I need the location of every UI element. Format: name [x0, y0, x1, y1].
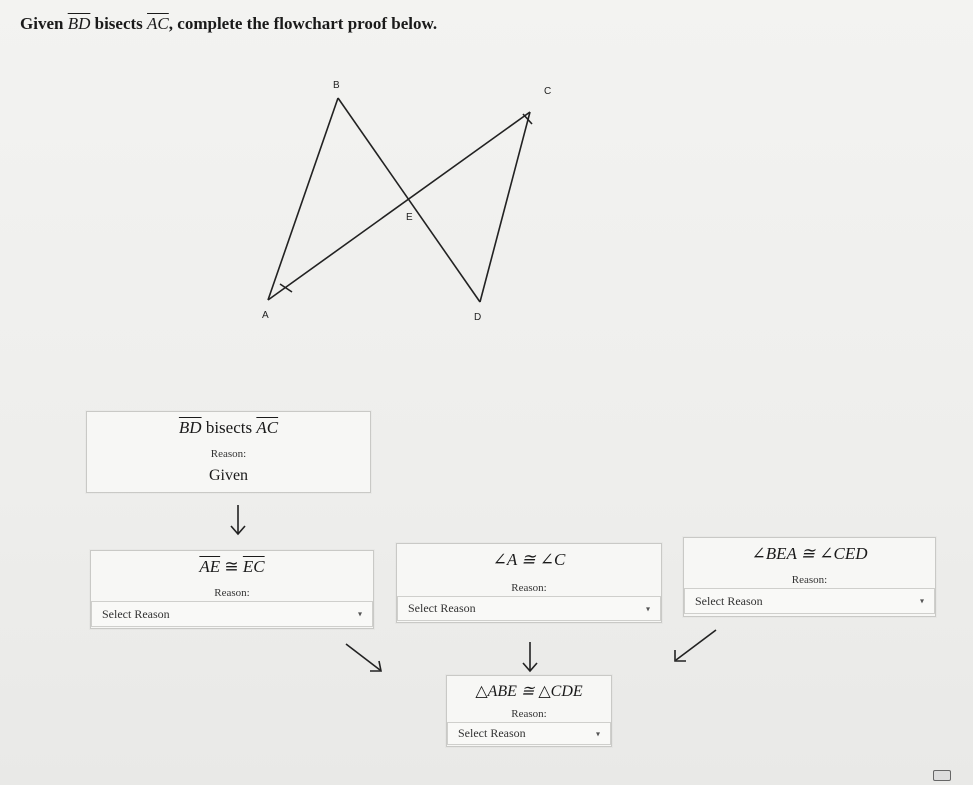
label-d: D	[474, 312, 481, 323]
step-given-reason-label: Reason:	[210, 448, 247, 460]
select-placeholder: Select Reason	[458, 726, 526, 740]
given-segment-bd: BD	[178, 418, 202, 437]
step-ae-ec-box: AE ≅ EC Reason: Select Reason ▾	[90, 550, 374, 629]
step-given-statement: BD bisects AC	[87, 418, 370, 438]
prompt-given: Given	[20, 14, 64, 33]
prompt-rest: , complete the flowchart proof below.	[168, 14, 438, 33]
tick-mark-ec	[522, 113, 533, 125]
given-segment-ac: AC	[256, 418, 279, 437]
segment-ac	[267, 111, 531, 301]
step-triangles-statement: △ABE ≅ △CDE	[475, 683, 583, 700]
step-ae-ec-statement: AE ≅ EC	[91, 557, 373, 577]
step-angle-a-c-statement: ∠A ≅ ∠C	[492, 550, 566, 569]
step-given-box: BD bisects AC Reason: Given	[86, 411, 371, 493]
segment-ec: EC	[242, 557, 265, 576]
step-triangles-reason-select[interactable]: Select Reason ▾	[447, 722, 611, 745]
given-bisects: bisects	[205, 418, 253, 437]
step-triangles-reason-label: Reason:	[511, 708, 547, 720]
keyboard-icon[interactable]	[933, 770, 951, 781]
step-angle-a-c-reason-select[interactable]: Select Reason ▾	[397, 596, 661, 621]
step-given-reason: Given	[208, 467, 249, 484]
prompt-segment-ac: AC	[147, 14, 169, 33]
step-ae-ec-reason-select[interactable]: Select Reason ▾	[91, 601, 373, 627]
segment-bd	[337, 97, 481, 303]
problem-prompt: Given BD bisects AC, complete the flowch…	[20, 14, 437, 34]
step-ae-ec-reason-label: Reason:	[214, 587, 250, 599]
segment-cd	[479, 111, 531, 303]
prompt-segment-bd: BD	[67, 14, 91, 33]
select-placeholder: Select Reason	[102, 606, 170, 621]
step-vertical-angles-reason-select[interactable]: Select Reason ▾	[684, 588, 935, 614]
step-angle-a-c-reason-label: Reason:	[511, 582, 547, 594]
label-e: E	[406, 212, 413, 223]
congruent-symbol: ≅	[224, 557, 239, 576]
segment-ab	[267, 97, 339, 301]
arrow-down-icon	[230, 505, 246, 536]
arrow-diagonal-left-icon	[674, 629, 717, 662]
geometry-diagram: B C E A D	[262, 80, 551, 323]
arrow-diagonal-right-icon	[345, 643, 382, 672]
step-angle-a-c-box: ∠A ≅ ∠C Reason: Select Reason ▾	[396, 543, 662, 623]
chevron-down-icon: ▾	[357, 609, 362, 619]
step-vertical-angles-reason-label: Reason:	[791, 574, 828, 586]
chevron-down-icon: ▾	[919, 596, 924, 606]
segment-ae: AE	[199, 557, 221, 576]
label-c: C	[544, 86, 551, 97]
step-vertical-angles-statement: ∠BEA ≅ ∠CED	[751, 544, 868, 563]
label-a: A	[262, 310, 269, 321]
step-vertical-angles-box: ∠BEA ≅ ∠CED Reason: Select Reason ▾	[683, 537, 936, 617]
select-placeholder: Select Reason	[408, 601, 476, 615]
chevron-down-icon: ▾	[595, 729, 600, 738]
arrow-down-icon	[522, 642, 538, 673]
tick-mark-ae	[279, 283, 293, 293]
label-b: B	[333, 80, 340, 91]
step-triangles-box: △ABE ≅ △CDE Reason: Select Reason ▾	[446, 675, 612, 747]
prompt-bisects: bisects	[94, 14, 143, 33]
chevron-down-icon: ▾	[645, 604, 650, 613]
select-placeholder: Select Reason	[695, 593, 763, 608]
